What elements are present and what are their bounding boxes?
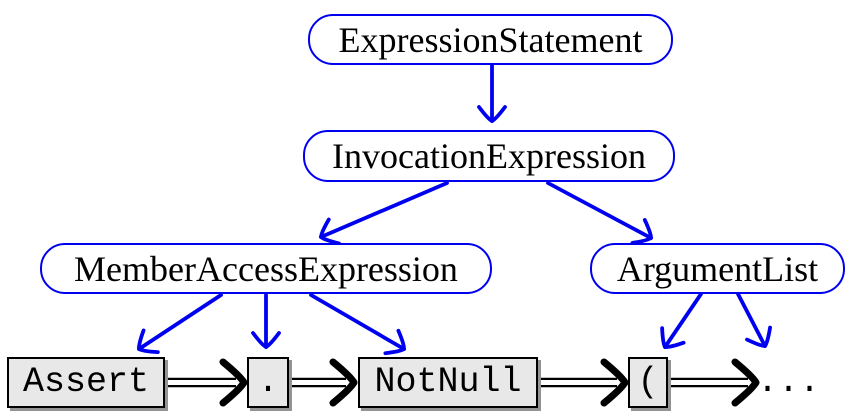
node-invocation-expression: InvocationExpression [303,130,675,182]
edge-invocationexpression-memberaccessexpression [319,181,449,246]
node-expression-statement: ExpressionStatement [308,14,673,65]
token-label: ( [637,362,659,402]
token-open-paren: ( [628,357,668,408]
node-label: ExpressionStatement [338,19,643,60]
node-label: MemberAccessExpression [74,248,458,289]
sequence-arrow-openparen-ellipsis [666,358,760,407]
node-member-access-expression: MemberAccessExpression [40,243,492,294]
node-argument-list: ArgumentList [590,243,845,294]
token-dot: . [247,357,289,408]
sequence-arrow-assert-dot [164,358,248,407]
edge-argumentlist-ellipsis [736,292,772,348]
token-label: Assert [22,362,150,402]
token-notnull: NotNull [358,357,538,408]
token-assert: Assert [7,357,165,408]
token-ellipsis: ... [757,357,841,408]
edge-argumentlist-openparen [660,292,703,349]
edge-memberaccessexpression-notnull [309,293,406,356]
sequence-arrow-dot-notnull [287,358,358,407]
token-label: . [257,362,279,402]
sequence-arrow-notnull-openparen [536,358,629,407]
edge-memberaccessexpression-assert [137,293,223,355]
node-label: InvocationExpression [332,136,646,176]
token-label: ... [757,362,821,402]
token-label: NotNull [374,362,522,402]
node-label: ArgumentList [616,248,819,289]
edge-invocationexpression-argumentlist [546,181,653,245]
